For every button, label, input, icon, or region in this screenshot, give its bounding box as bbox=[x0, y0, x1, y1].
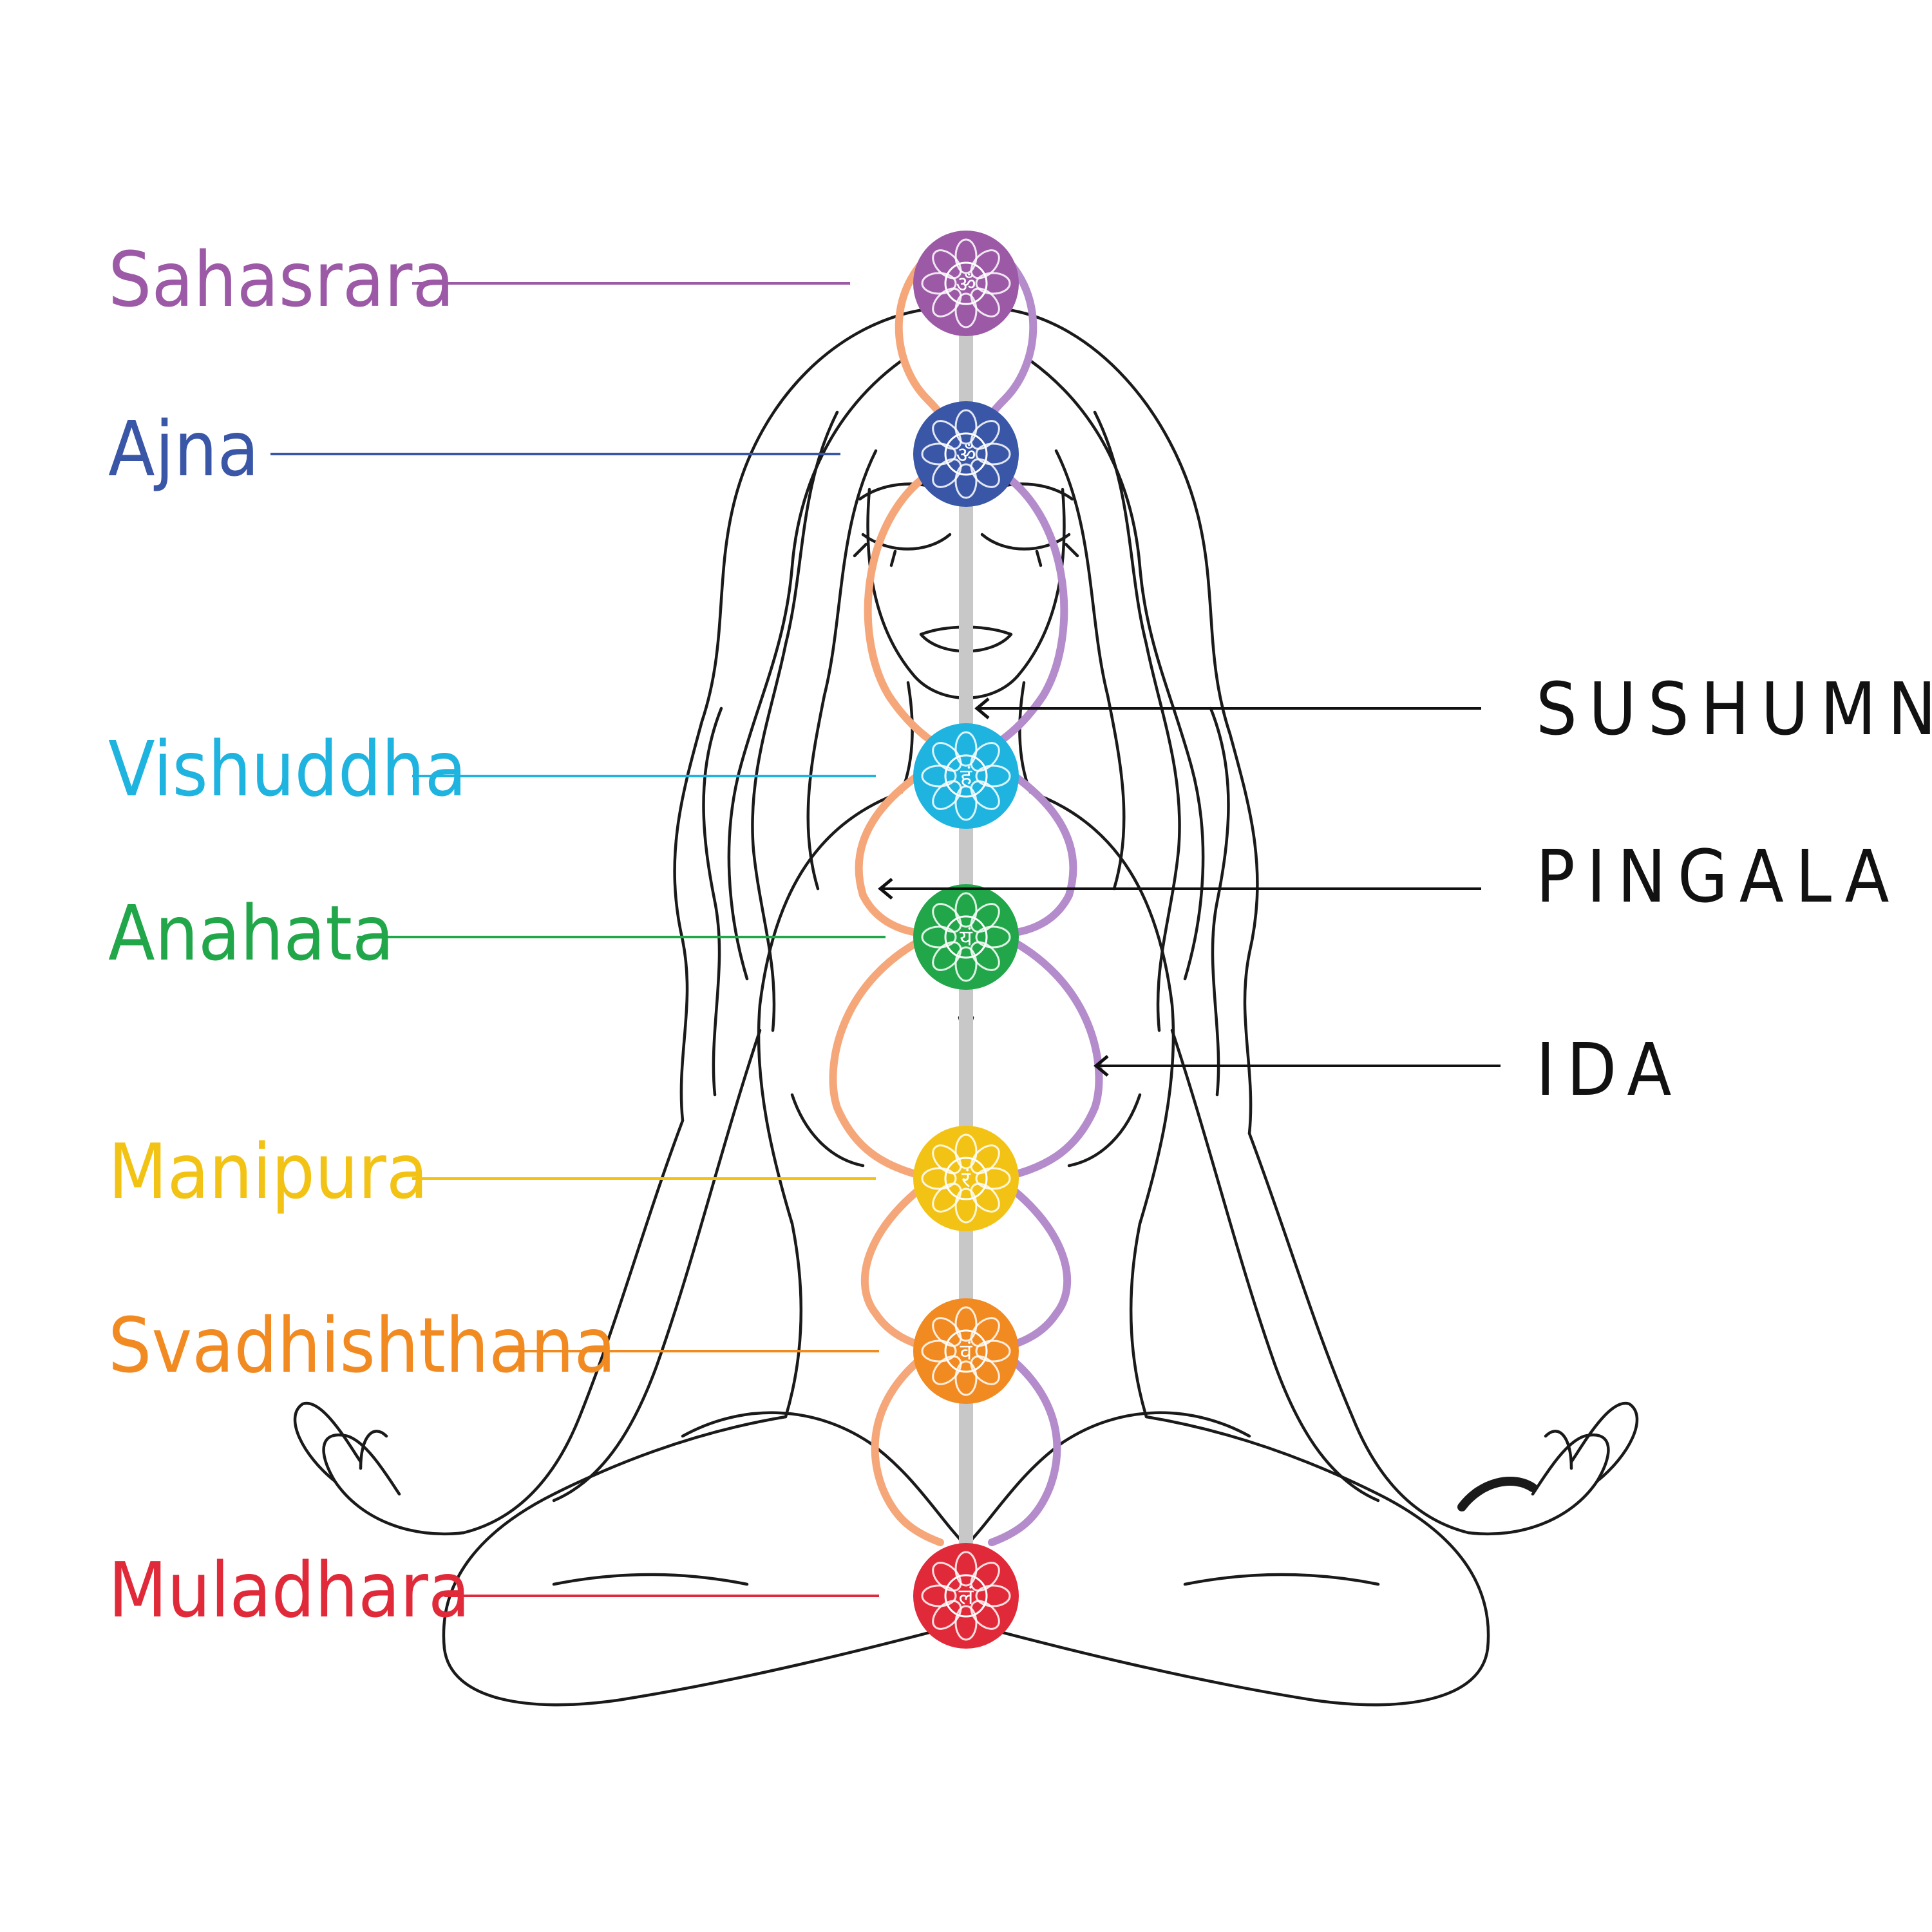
label-sushumna: SUSHUMNA bbox=[1536, 668, 1932, 752]
chakra-anahata-disc bbox=[913, 884, 1019, 990]
nadi-labels bbox=[878, 697, 1501, 1077]
chakra-sahasrara-glyph: ॐ bbox=[956, 272, 976, 298]
label-pingala: PINGALA bbox=[1536, 835, 1900, 919]
label-muladhara: Muladhara bbox=[108, 1546, 470, 1634]
chakra-muladhara-disc bbox=[913, 1543, 1019, 1649]
chakra-labels: Sahasrara Ajna Vishuddha Anahata Manipur… bbox=[108, 235, 886, 1634]
chakra-manipura: रं bbox=[913, 1126, 1019, 1231]
label-manipura: Manipura bbox=[108, 1127, 428, 1216]
lotus-icon bbox=[921, 892, 1011, 982]
lotus-icon bbox=[921, 409, 1011, 499]
lotus-icon bbox=[921, 238, 1011, 328]
chakra-muladhara: लं bbox=[913, 1543, 1019, 1649]
label-anahata: Anahata bbox=[108, 889, 394, 978]
label-ida: IDA bbox=[1536, 1028, 1683, 1112]
chakra-ajna-glyph: ॐ bbox=[956, 442, 976, 468]
chakra-vishuddha-disc bbox=[913, 723, 1019, 829]
label-svadhishthana: Svadhishthana bbox=[108, 1301, 616, 1390]
chakra-svadhishthana: वं bbox=[913, 1298, 1019, 1404]
chakra-sahasrara: ॐ bbox=[913, 231, 1019, 336]
lotus-icon bbox=[921, 731, 1011, 821]
chakra-ajna: ॐ bbox=[913, 401, 1019, 507]
lotus-icon bbox=[921, 1551, 1011, 1641]
chakra-vishuddha-glyph: हं bbox=[960, 764, 972, 790]
chakra-svadhishthana-disc bbox=[913, 1298, 1019, 1404]
chakra-vishuddha: हं bbox=[913, 723, 1019, 829]
chakra-sahasrara-disc bbox=[913, 231, 1019, 336]
chakra-manipura-disc bbox=[913, 1126, 1019, 1231]
arrow-pingala-icon bbox=[878, 878, 893, 900]
arrow-ida-icon bbox=[1094, 1055, 1109, 1077]
label-ajna: Ajna bbox=[108, 404, 259, 493]
label-sahasrara: Sahasrara bbox=[108, 235, 454, 324]
chakra-anahata: यं bbox=[913, 884, 1019, 990]
lotus-icon bbox=[921, 1133, 1011, 1224]
chakra-svadhishthana-glyph: वं bbox=[960, 1340, 973, 1365]
chakras: ॐ ॐ हं यं रं वं लं bbox=[913, 231, 1019, 1649]
arrow-sushumna-icon bbox=[974, 697, 990, 719]
chakra-muladhara-glyph: लं bbox=[958, 1584, 974, 1610]
label-vishuddha: Vishuddha bbox=[108, 724, 467, 813]
lotus-icon bbox=[921, 1306, 1011, 1396]
chakra-ajna-disc bbox=[913, 401, 1019, 507]
chakra-anahata-glyph: यं bbox=[960, 925, 973, 951]
chakra-manipura-glyph: रं bbox=[961, 1167, 971, 1193]
